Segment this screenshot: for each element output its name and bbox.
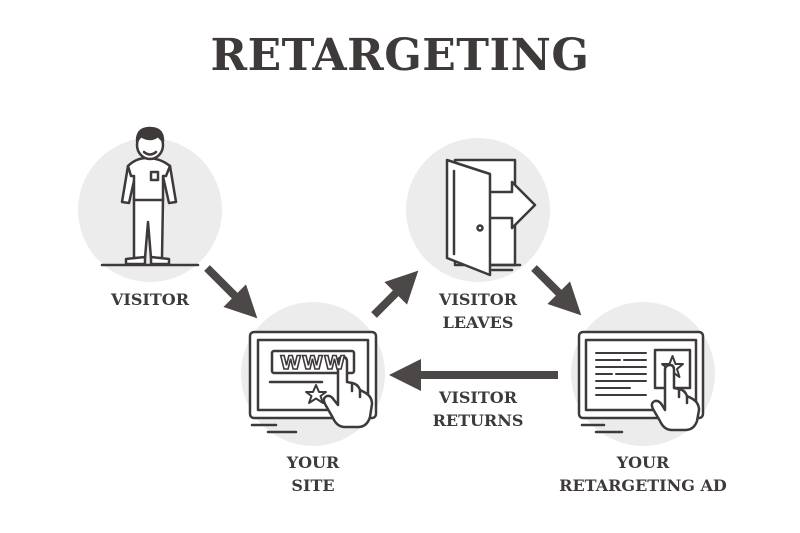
www-box — [270, 349, 356, 375]
site-monitor-icon — [248, 330, 378, 434]
visitor-leaves-line1: VISITOR — [438, 290, 518, 309]
arrow-visitor-to-site — [204, 265, 258, 319]
visitor-label: VISITOR — [100, 288, 200, 311]
your-site-line2: SITE — [291, 476, 335, 495]
visitor-returns-line2: RETURNS — [432, 411, 524, 430]
visitor-leaves-label: VISITOR LEAVES — [418, 288, 538, 334]
diagram-title: RETARGETING — [210, 30, 590, 81]
www-text: WWW — [280, 352, 346, 374]
ad-monitor-icon — [577, 330, 705, 434]
person-icon — [100, 126, 200, 267]
your-ad-label: YOUR RETARGETING AD — [553, 451, 733, 497]
visitor-returns-label: VISITOR RETURNS — [418, 386, 538, 432]
your-site-label: YOUR SITE — [253, 451, 373, 497]
visitor-returns-line1: VISITOR — [438, 388, 518, 407]
arrow-leaves-to-ad — [531, 265, 582, 316]
your-site-line1: YOUR — [286, 453, 340, 472]
your-ad-line1: YOUR — [616, 453, 670, 472]
visitor-leaves-line2: LEAVES — [442, 313, 514, 332]
visitor-label-line1: VISITOR — [110, 290, 190, 309]
your-ad-line2: RETARGETING AD — [559, 476, 727, 495]
arrow-site-to-leaves — [371, 270, 419, 318]
door-exit-icon — [445, 158, 537, 277]
